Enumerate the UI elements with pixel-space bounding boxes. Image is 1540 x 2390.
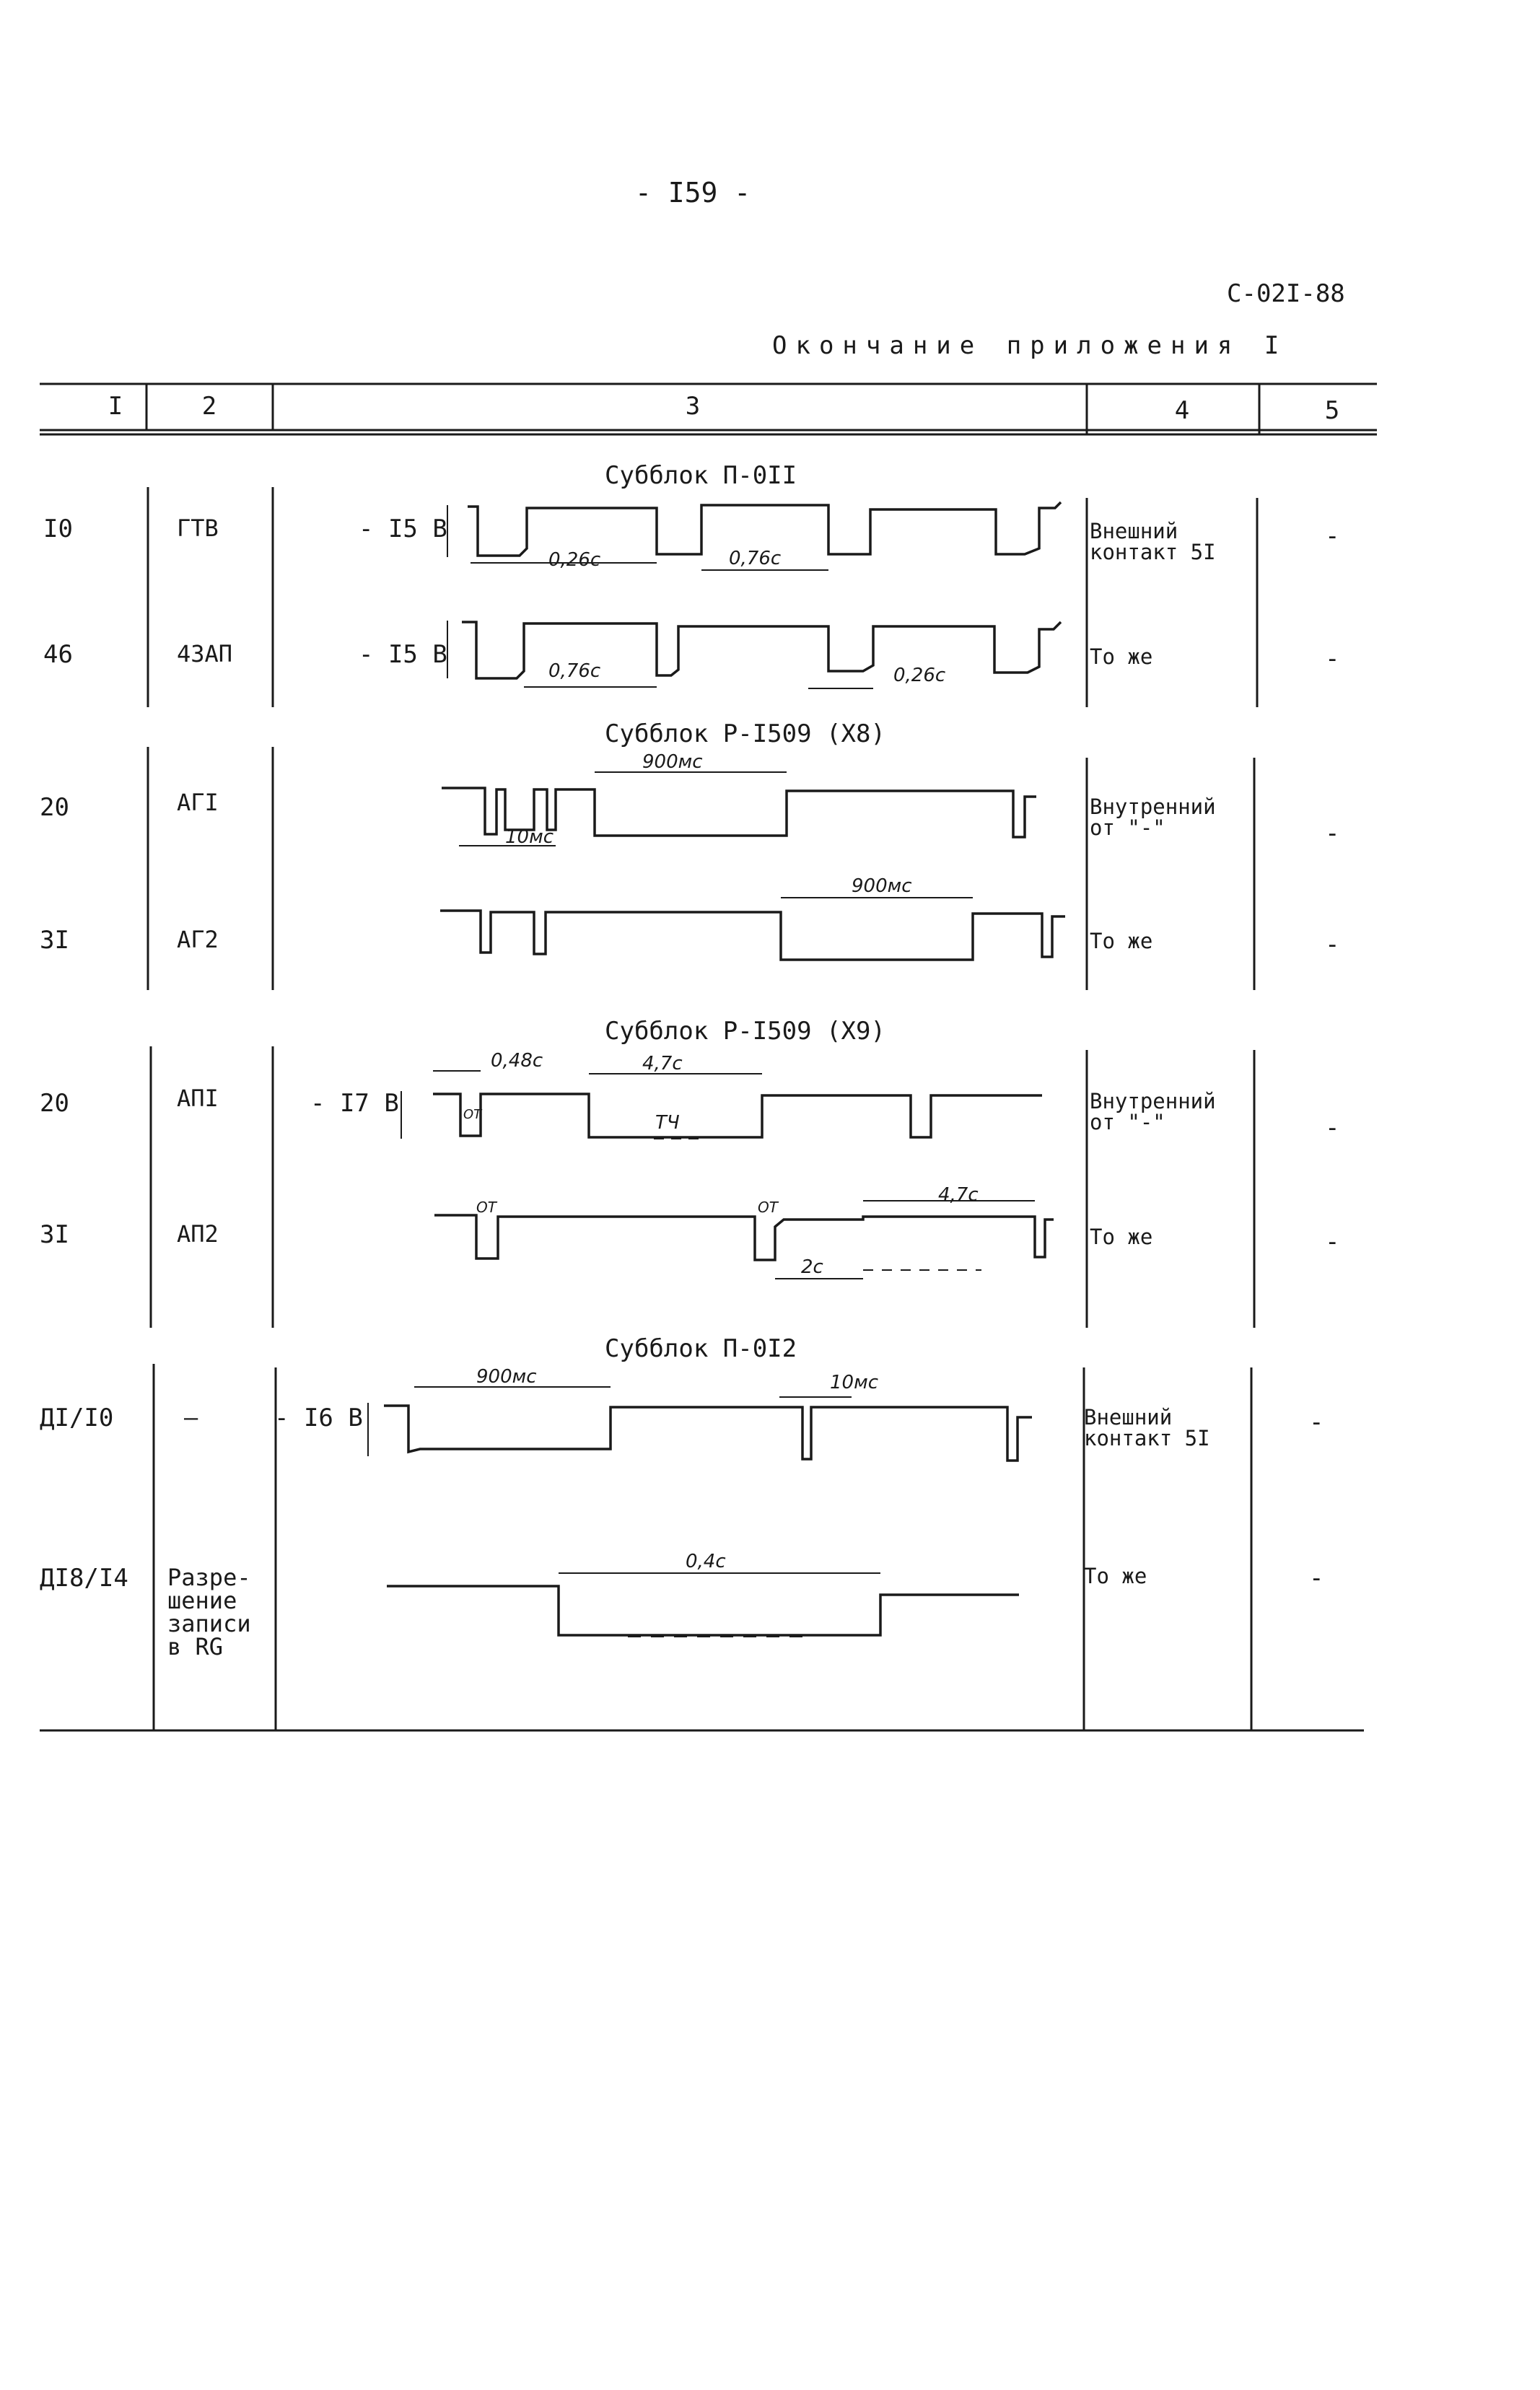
section-title: Субблок P-I509 (X8) (605, 719, 885, 748)
duration-label: 10мс (505, 826, 554, 848)
row-source: То же (1084, 1564, 1147, 1588)
interval-label: ТЧ (655, 1112, 680, 1134)
pulse-label: ОТ (476, 1199, 498, 1216)
duration-label: 4,7с (642, 1053, 683, 1074)
row-signal-name: АГI (177, 789, 219, 816)
duration-label: 900мс (476, 1366, 537, 1388)
waveform-gtv: 0,26с 0,76с (447, 501, 1062, 571)
row-signal-name: АПI (177, 1085, 219, 1112)
row-note: - (1325, 930, 1340, 959)
page-number: - I59 - (635, 177, 751, 209)
row-signal-number: ДI/I0 (40, 1404, 114, 1432)
row-source: То же (1090, 644, 1153, 669)
row-signal-name: АП2 (177, 1220, 219, 1248)
duration-label: 900мс (642, 751, 703, 773)
waveform-ap2: ОТ ОТ 4,7с 2с (434, 1184, 1054, 1279)
waveform-d18-14: 0,4с (387, 1551, 1019, 1637)
duration-label: 0,26с (548, 549, 600, 571)
voltage-label: - I6 B (274, 1404, 363, 1432)
section-title: Субблок П-0II (605, 461, 797, 490)
waveform-ap1: 0,48с 4,7с ОТ ТЧ (401, 1050, 1042, 1139)
waveform-d1-10: 900мс 10мс (367, 1366, 1032, 1462)
waveform-ag2: 900мс (440, 875, 1065, 961)
duration-label: 2с (801, 1256, 823, 1278)
row-note: - (1325, 819, 1340, 848)
row-signal-name: ГТВ (177, 515, 219, 542)
column-header-5: 5 (1324, 396, 1340, 425)
row-source: Внешний контакт 5I (1090, 519, 1216, 564)
row-signal-name: — (184, 1404, 198, 1431)
appendix-caption: Окончание приложения I (772, 331, 1288, 360)
pulse-label: ОТ (758, 1199, 779, 1216)
row-signal-number: 46 (43, 640, 73, 669)
row-source: То же (1090, 1225, 1153, 1249)
row-signal-number: I0 (43, 515, 73, 543)
duration-label: 0,76с (729, 548, 781, 569)
waveform-ag1: 900мс 10мс (442, 751, 1036, 848)
row-source: То же (1090, 929, 1153, 953)
pulse-label: ОТ (463, 1107, 483, 1122)
duration-label: 900мс (852, 875, 912, 897)
row-signal-number: 20 (40, 1089, 69, 1118)
voltage-label: - I7 B (310, 1089, 399, 1118)
duration-label: 0,4с (686, 1551, 726, 1572)
duration-label: 4,7с (938, 1184, 979, 1206)
row-signal-number: 3I (40, 1220, 69, 1249)
duration-label: 0,48с (491, 1050, 543, 1072)
section-title: Субблок P-I509 (X9) (605, 1017, 885, 1046)
row-note: - (1309, 1408, 1324, 1437)
row-note: - (1325, 1113, 1340, 1142)
row-signal-number: ДI8/I4 (40, 1564, 128, 1593)
column-header-2: 2 (201, 392, 217, 421)
row-note: - (1309, 1564, 1324, 1593)
row-note: - (1325, 644, 1340, 673)
column-header-4: 4 (1174, 396, 1190, 425)
duration-label: 10мс (830, 1372, 878, 1393)
row-signal-name: Разре- шение записи в RG (167, 1564, 251, 1660)
row-source: Внешний контакт 5I (1084, 1405, 1210, 1450)
row-signal-number: 3I (40, 926, 69, 955)
document-code: С-02I-88 (1227, 279, 1345, 308)
duration-label: 0,76с (548, 660, 600, 682)
row-signal-name: 43АП (177, 640, 233, 667)
duration-label: 0,26с (893, 665, 945, 686)
voltage-label: - I5 B (359, 515, 447, 543)
voltage-label: - I5 B (359, 640, 447, 669)
row-signal-number: 20 (40, 793, 69, 822)
row-note: - (1325, 1227, 1340, 1256)
section-title: Субблок П-0I2 (605, 1334, 797, 1363)
row-note: - (1325, 522, 1340, 551)
column-header-1: I (108, 392, 123, 421)
column-header-3: 3 (685, 392, 701, 421)
row-signal-name: АГ2 (177, 926, 219, 953)
waveform-43ap: 0,76с 0,26с (447, 621, 1062, 689)
row-source: Внутренний от "-" (1090, 1089, 1216, 1134)
row-source: Внутренний от "-" (1090, 795, 1216, 840)
